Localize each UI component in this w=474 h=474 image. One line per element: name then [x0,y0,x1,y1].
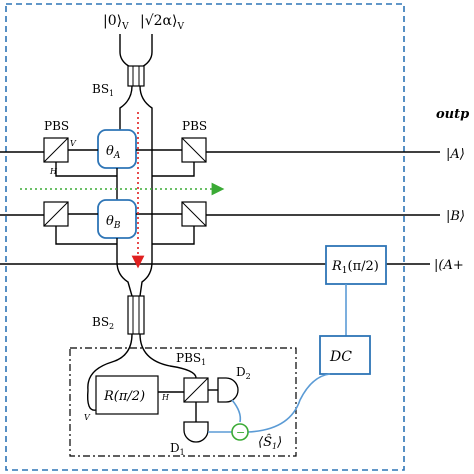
minus-sign: − [236,426,245,439]
rotator-r1-label: R1(π/2) [331,259,379,276]
pbs-right-label: PBS [182,119,207,133]
bs1-label: BS1 [92,82,114,98]
fiber-bs2-left [87,333,133,391]
rotator-v-label: V [84,413,91,422]
signal-s1-label: ⟨Ŝ1⟩ [258,433,282,451]
fiber-into-rotator [86,389,97,411]
d1-label: D1 [170,441,185,457]
rotator-bottom-label: R(π/2) [103,389,145,404]
rotator-h-label: H [161,393,170,402]
pbs-left-label: PBS [44,119,69,133]
detector-d2 [217,377,239,403]
detector-d1 [183,421,209,443]
pbs-right-upper-h-path [152,162,195,177]
fiber-bs2-right [139,333,197,379]
beam-splitter-1 [127,65,145,87]
output-header: outp [436,107,469,122]
vacuum-input-label: |0⟩V [103,13,129,32]
phase-shifter-theta-b [97,199,137,239]
fiber-b-to-bs2 [116,238,133,297]
dc-block [319,335,371,375]
detection-box [69,347,297,457]
fiber-arm-a-top [119,85,133,130]
rotator-bottom [95,375,159,415]
output-state-a: |A⟩ [446,147,465,162]
outer-dashed-frame [5,3,405,471]
dc-label: DC [329,349,352,365]
fiber-minus-to-dc [247,373,331,433]
fiber-arm-b-long [139,85,153,262]
pbs1-label: PBS1 [176,351,206,367]
output-state-b: |B⟩ [446,209,465,224]
beam-splitter-2 [127,295,145,335]
fiber-long-to-bs2 [139,261,153,297]
bs2-label: BS2 [92,315,114,331]
rotator-r1 [325,245,387,285]
d2-label: D2 [236,365,251,381]
fiber-d2-to-minus [231,399,242,423]
pbs-left-v-label: V [70,139,77,148]
theta-a-label: θA [106,144,121,161]
pbs-left-h-label: H [49,167,58,176]
output-state-ab: |(A+ [434,258,464,273]
pbs-left-lower-h-path [55,226,117,245]
coherent-input-label: |√2α⟩V [140,13,184,32]
theta-b-label: θB [106,214,121,231]
subtraction-node [231,423,249,441]
pbs-left-upper-h-path [55,162,117,177]
phase-shifter-theta-a [97,129,137,169]
pbs-right-lower-h-path [152,226,195,245]
